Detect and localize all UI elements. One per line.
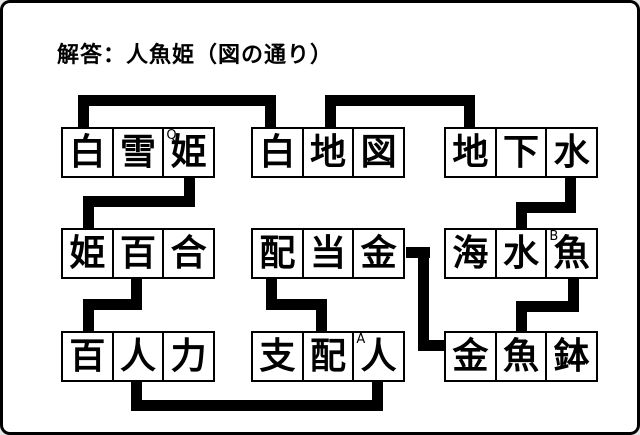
connector-hime-segment [83, 196, 195, 207]
connector-mizu-segment [516, 202, 527, 229]
connector-hyaku-segment [131, 279, 142, 310]
connector-kin-segment [418, 340, 445, 351]
kanji-cell: 人 [111, 333, 163, 380]
connector-chi-segment [325, 95, 475, 106]
kanji-cell: 鉢 [545, 333, 596, 380]
kanji-cell: 百 [69, 335, 106, 377]
word-box-hakuchizu: 白 地 図 [251, 127, 405, 178]
kanji-cell: 金 [352, 230, 403, 277]
word-box-shirayukihime: 白 雪 姫 Q [61, 127, 215, 178]
connector-hai-segment [266, 299, 327, 310]
kanji-cell: 魚 [494, 333, 546, 380]
connector-jin-segment [372, 382, 383, 411]
mark-b-label: B [549, 229, 559, 244]
connector-jin-segment [131, 382, 142, 411]
connector-chi-segment [464, 95, 475, 128]
kanji-cell: 白 [69, 131, 106, 173]
word-box-hyakuninriki: 百 人 力 [61, 331, 215, 382]
connector-haku-segment [78, 95, 276, 106]
mark-q-label: Q [166, 128, 177, 143]
connector-hai-segment [266, 279, 277, 310]
kanji-cell: 魚 B [545, 229, 596, 277]
connector-hai-segment [316, 299, 327, 332]
kanji-cell: 金 [452, 335, 489, 377]
connector-gyo-segment [516, 301, 579, 312]
connector-hyaku-segment [83, 299, 142, 310]
connector-haku-segment [265, 95, 276, 128]
connector-haku-segment [78, 95, 89, 128]
kanji-text: 姫 [170, 131, 207, 173]
kanji-cell: 下 [494, 129, 546, 176]
word-box-shihainin: 支 配 人 A [251, 331, 405, 382]
connector-gyo-segment [516, 301, 527, 332]
word-box-kingyobachi: 金 魚 鉢 [444, 331, 598, 382]
kanji-cell: 水 [545, 129, 596, 176]
connector-hyaku-segment [83, 299, 94, 332]
connector-mizu-segment [516, 202, 576, 213]
word-box-kaisuigyo: 海 水 魚 B [444, 228, 598, 279]
connector-jin-segment [131, 400, 383, 411]
answer-title: 解答：人魚姫（図の通り） [57, 43, 334, 68]
kanji-cell: 合 [162, 230, 213, 277]
kanji-cell: 地 [301, 129, 353, 176]
connector-kin-segment [418, 247, 429, 351]
connector-mizu-segment [565, 178, 576, 213]
kanji-cell: 当 [301, 230, 353, 277]
word-box-haitoukin: 配 当 金 [251, 228, 405, 279]
kanji-cell: 白 [259, 131, 296, 173]
connector-hime-segment [83, 196, 94, 229]
connector-hime-segment [184, 178, 195, 207]
kanji-cell: 雪 [111, 129, 163, 176]
kanji-text: 人 [360, 335, 397, 377]
connector-chi-segment [325, 95, 336, 128]
kanji-cell: 地 [452, 131, 489, 173]
kanji-text: 魚 [553, 232, 590, 274]
kanji-cell: 人 A [352, 332, 403, 380]
mark-a-label: A [356, 332, 366, 347]
connector-gyo-segment [568, 279, 579, 312]
kanji-cell: 図 [352, 129, 403, 176]
kanji-cell: 姫 [69, 232, 106, 274]
kanji-cell: 姫 Q [162, 128, 213, 176]
kanji-cell: 支 [259, 335, 296, 377]
word-box-chikasui: 地 下 水 [444, 127, 598, 178]
kanji-cell: 配 [259, 232, 296, 274]
kanji-cell: 海 [452, 232, 489, 274]
kanji-cell: 百 [111, 230, 163, 277]
kanji-cell: 水 [494, 230, 546, 277]
kanji-cell: 配 [301, 333, 353, 380]
word-box-himeyuri: 姫 百 合 [61, 228, 215, 279]
kanji-cell: 力 [162, 333, 213, 380]
